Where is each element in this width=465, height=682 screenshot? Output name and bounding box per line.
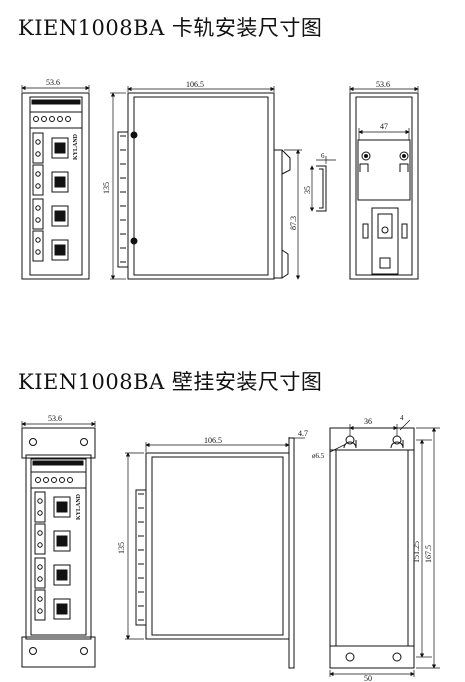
wall-front-leds xyxy=(35,477,73,483)
din-back-dims xyxy=(349,86,419,140)
wall-bracket-view xyxy=(329,427,415,669)
wall-side-view xyxy=(135,437,295,669)
wall-hole-spacing-label: 36 xyxy=(364,417,372,426)
din-front-leds xyxy=(33,116,71,122)
wall-slot-width-label: 4 xyxy=(400,414,404,422)
wall-side-height-label: 135 xyxy=(117,542,126,554)
din-front-brand-label: KYLAND xyxy=(73,133,79,160)
din-front-ports xyxy=(32,132,69,262)
din-clip-offset-label: 87.3 xyxy=(289,216,298,230)
din-rail-dims xyxy=(309,156,336,212)
din-side-dims xyxy=(110,86,302,280)
wall-front-width-label: 53.6 xyxy=(48,414,62,423)
wall-side-dims xyxy=(125,437,305,640)
din-back-view xyxy=(349,92,419,280)
din-rail-profile xyxy=(316,165,327,212)
wall-bottom-width-label: 50 xyxy=(364,674,372,682)
wall-front-brand-label: KYLAND xyxy=(76,493,82,520)
din-rail-height-label: 35 xyxy=(303,186,312,194)
din-rail-section-title: KIEN1008BA 卡轨安装尺寸图 xyxy=(18,16,323,40)
wall-side-depth-label: 106.5 xyxy=(204,436,222,445)
wall-hole-diameter-label: ø6.5 xyxy=(312,452,325,460)
wall-mount-section-title: KIEN1008BA 壁挂安装尺寸图 xyxy=(18,370,323,394)
din-front-dim xyxy=(21,85,90,92)
din-side-depth-label: 106.5 xyxy=(186,80,204,89)
din-back-width-label: 53.6 xyxy=(376,80,390,89)
din-side-height-label: 135 xyxy=(102,182,111,194)
wall-bracket-thickness-label: 4.7 xyxy=(298,429,308,438)
wall-inner-height-label: 151.25 xyxy=(412,541,421,563)
din-rail-depth-label: 6 xyxy=(321,152,325,160)
wall-outer-height-label: 167.5 xyxy=(424,545,433,563)
din-front-view xyxy=(21,92,90,280)
wall-bracket-dims xyxy=(329,419,440,677)
wall-front-ports xyxy=(34,491,71,621)
din-side-view xyxy=(117,92,291,280)
din-back-inner-label: 47 xyxy=(380,122,388,131)
din-front-width-label: 53.6 xyxy=(46,78,60,87)
wall-front-dim xyxy=(21,421,96,427)
wall-front-view xyxy=(21,427,96,668)
